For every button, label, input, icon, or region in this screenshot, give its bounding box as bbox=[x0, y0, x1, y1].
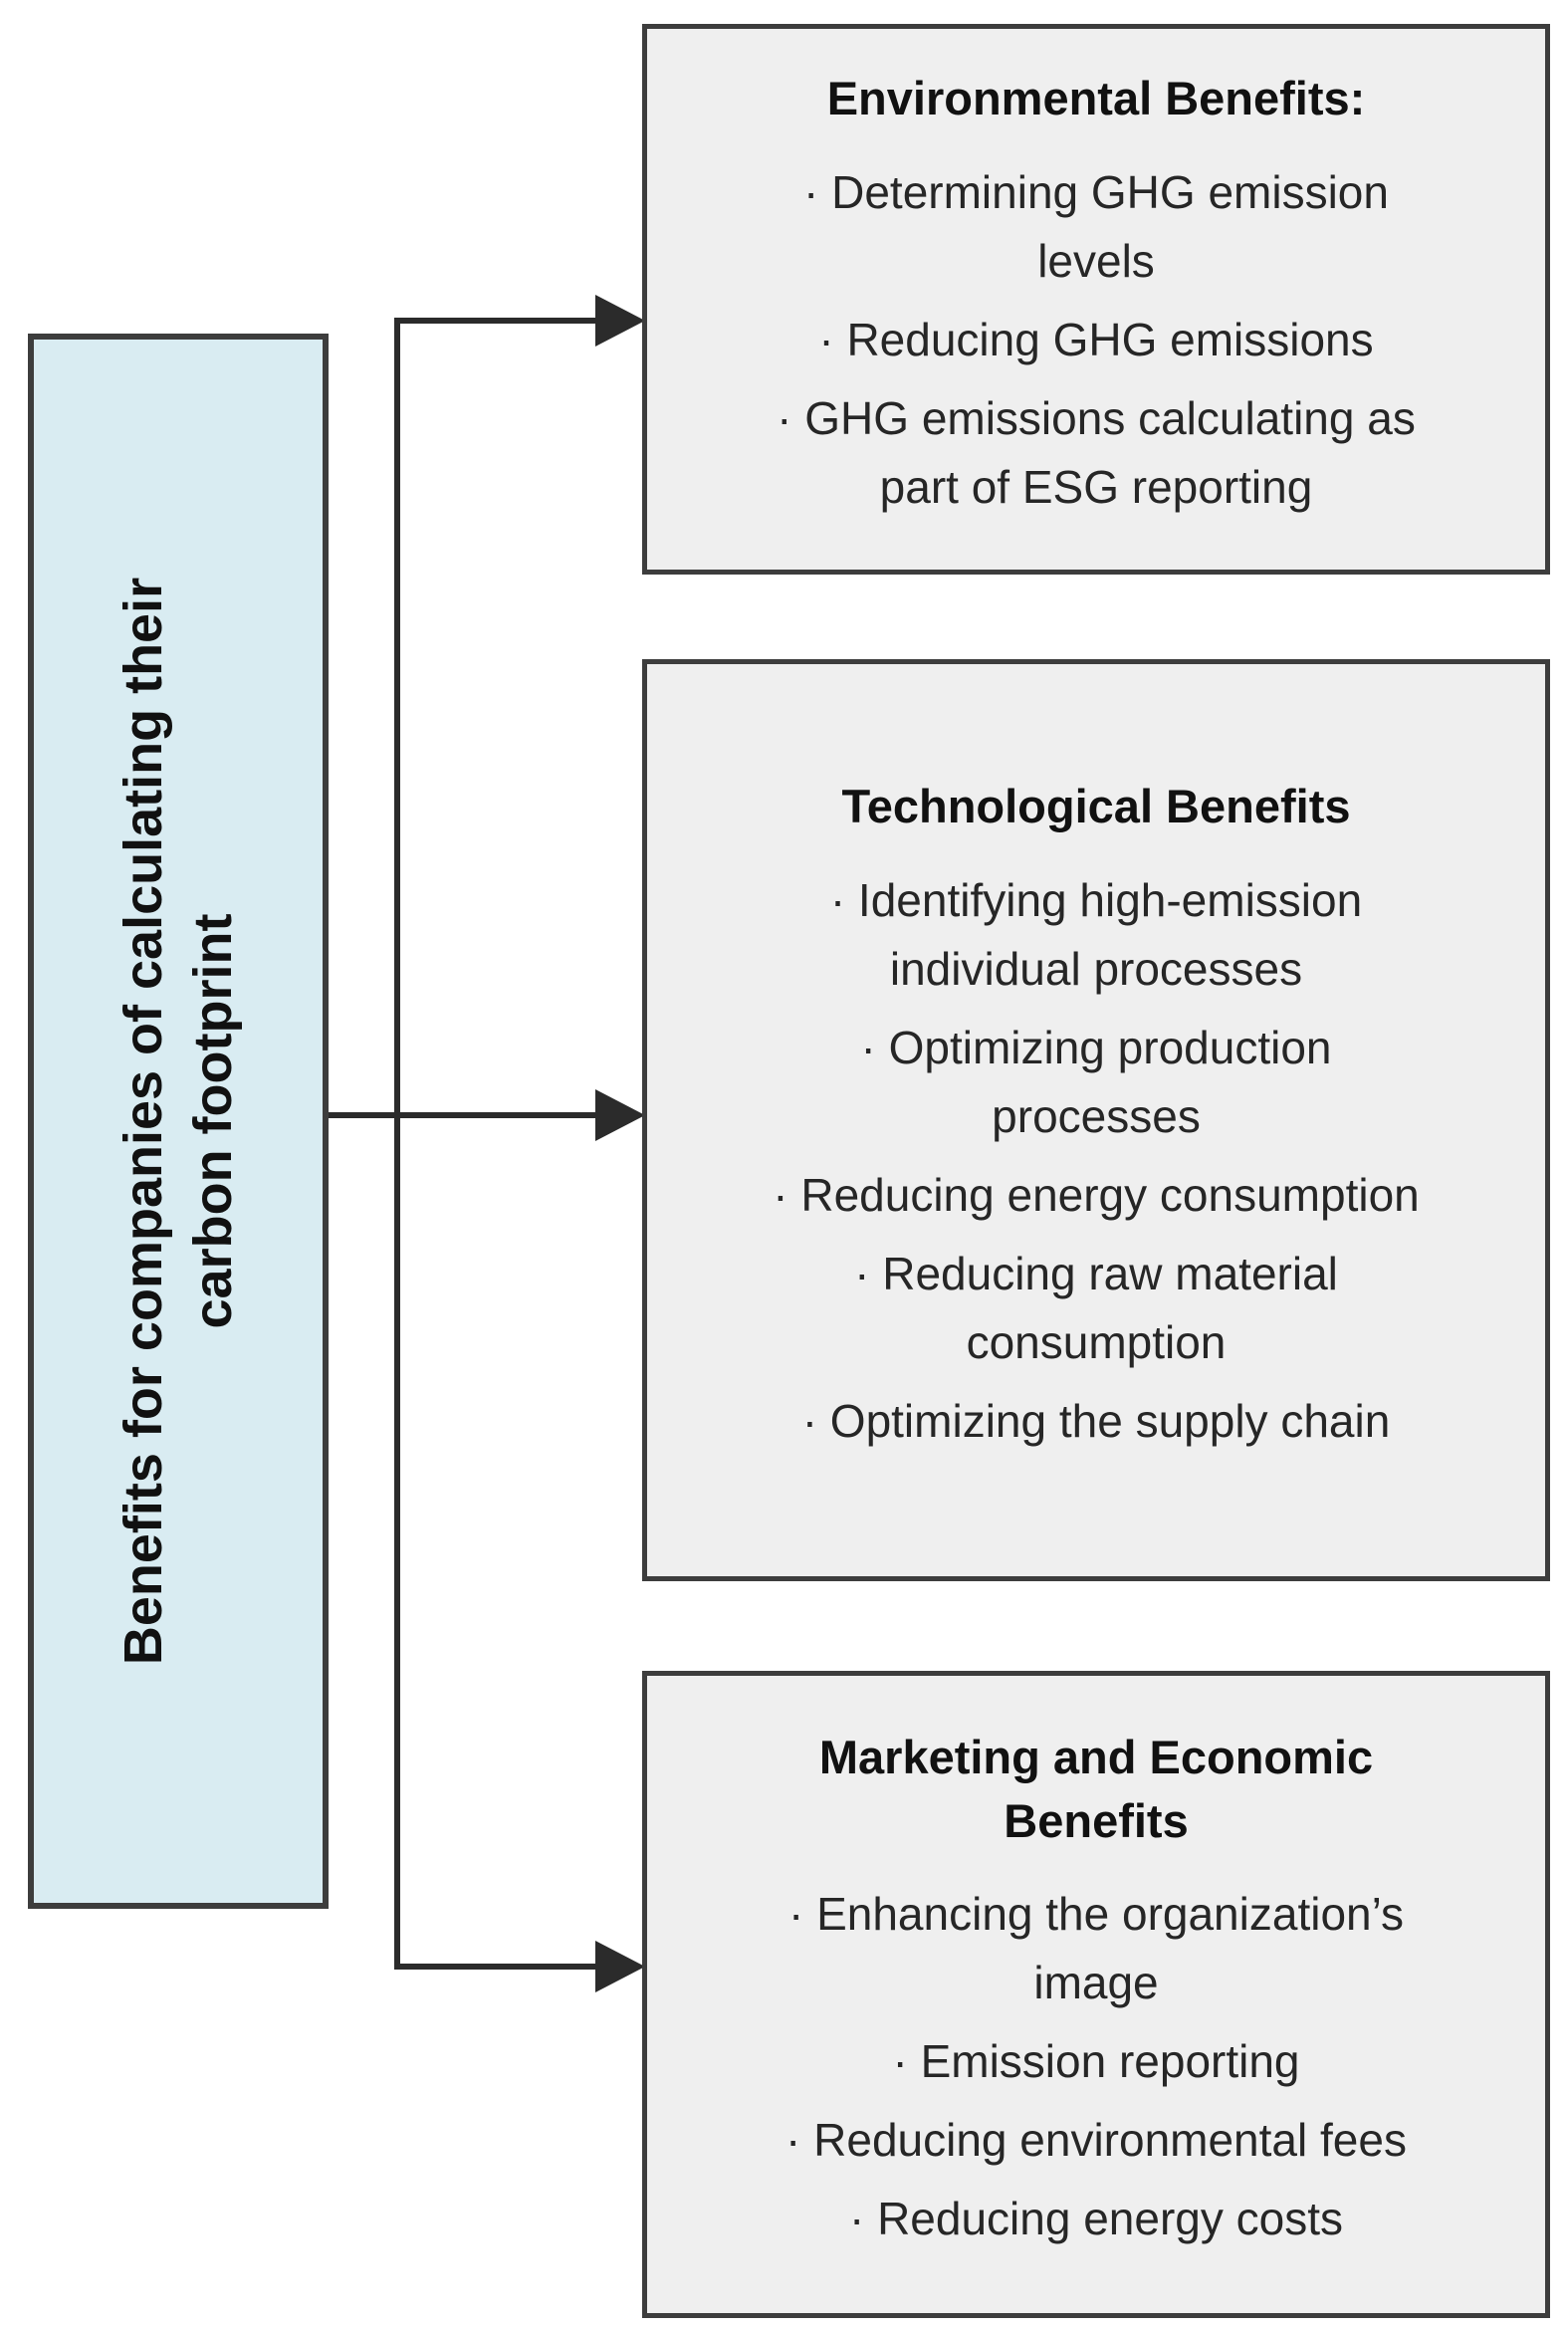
marketing-economic-benefits-list: · Enhancing the organization’s image · Em… bbox=[661, 1870, 1531, 2263]
bullet-item: · Reducing raw material consumption bbox=[854, 1247, 1338, 1368]
bullet-item: · Optimizing the supply chain bbox=[801, 1394, 1391, 1447]
bullet-item: · Identifying high-emission individual p… bbox=[829, 873, 1363, 995]
bullet-item: · Reducing GHG emissions bbox=[818, 313, 1374, 365]
node-technological-benefits: Technological Benefits · Identifying hig… bbox=[642, 659, 1550, 1581]
node-marketing-economic-benefits: Marketing and Economic Benefits · Enhanc… bbox=[642, 1671, 1550, 2318]
node-environmental-benefits: Environmental Benefits: · Determining GH… bbox=[642, 24, 1550, 575]
environmental-benefits-title: Environmental Benefits: bbox=[826, 72, 1366, 125]
bullet-item: · Reducing energy consumption bbox=[773, 1168, 1420, 1221]
bullet-item: · Reducing environmental fees bbox=[785, 2113, 1407, 2166]
marketing-economic-benefits-title: Marketing and Economic Benefits bbox=[818, 1731, 1374, 1847]
arrowhead-bottom-icon bbox=[595, 1941, 645, 1992]
arrowhead-middle-icon bbox=[595, 1089, 645, 1141]
bullet-item: · Determining GHG emission levels bbox=[803, 165, 1389, 287]
bullet-item: · Reducing energy costs bbox=[848, 2192, 1344, 2244]
technological-benefits-title: Technological Benefits bbox=[841, 780, 1351, 833]
bullet-item: · Emission reporting bbox=[892, 2034, 1300, 2087]
technological-benefits-list: · Identifying high-emission individual p… bbox=[661, 856, 1531, 1466]
bullet-item: · GHG emissions calculating as part of E… bbox=[777, 391, 1416, 513]
arrowhead-top-icon bbox=[595, 295, 645, 347]
environmental-benefits-list: · Determining GHG emission levels · Reduc… bbox=[661, 148, 1531, 532]
bullet-item: · Enhancing the organization’s image bbox=[787, 1887, 1404, 2008]
root-node-carbon-footprint-benefits: Benefits for companies of calculating th… bbox=[28, 334, 329, 1909]
bullet-item: · Optimizing production processes bbox=[860, 1021, 1332, 1142]
root-node-label: Benefits for companies of calculating th… bbox=[112, 577, 243, 1666]
